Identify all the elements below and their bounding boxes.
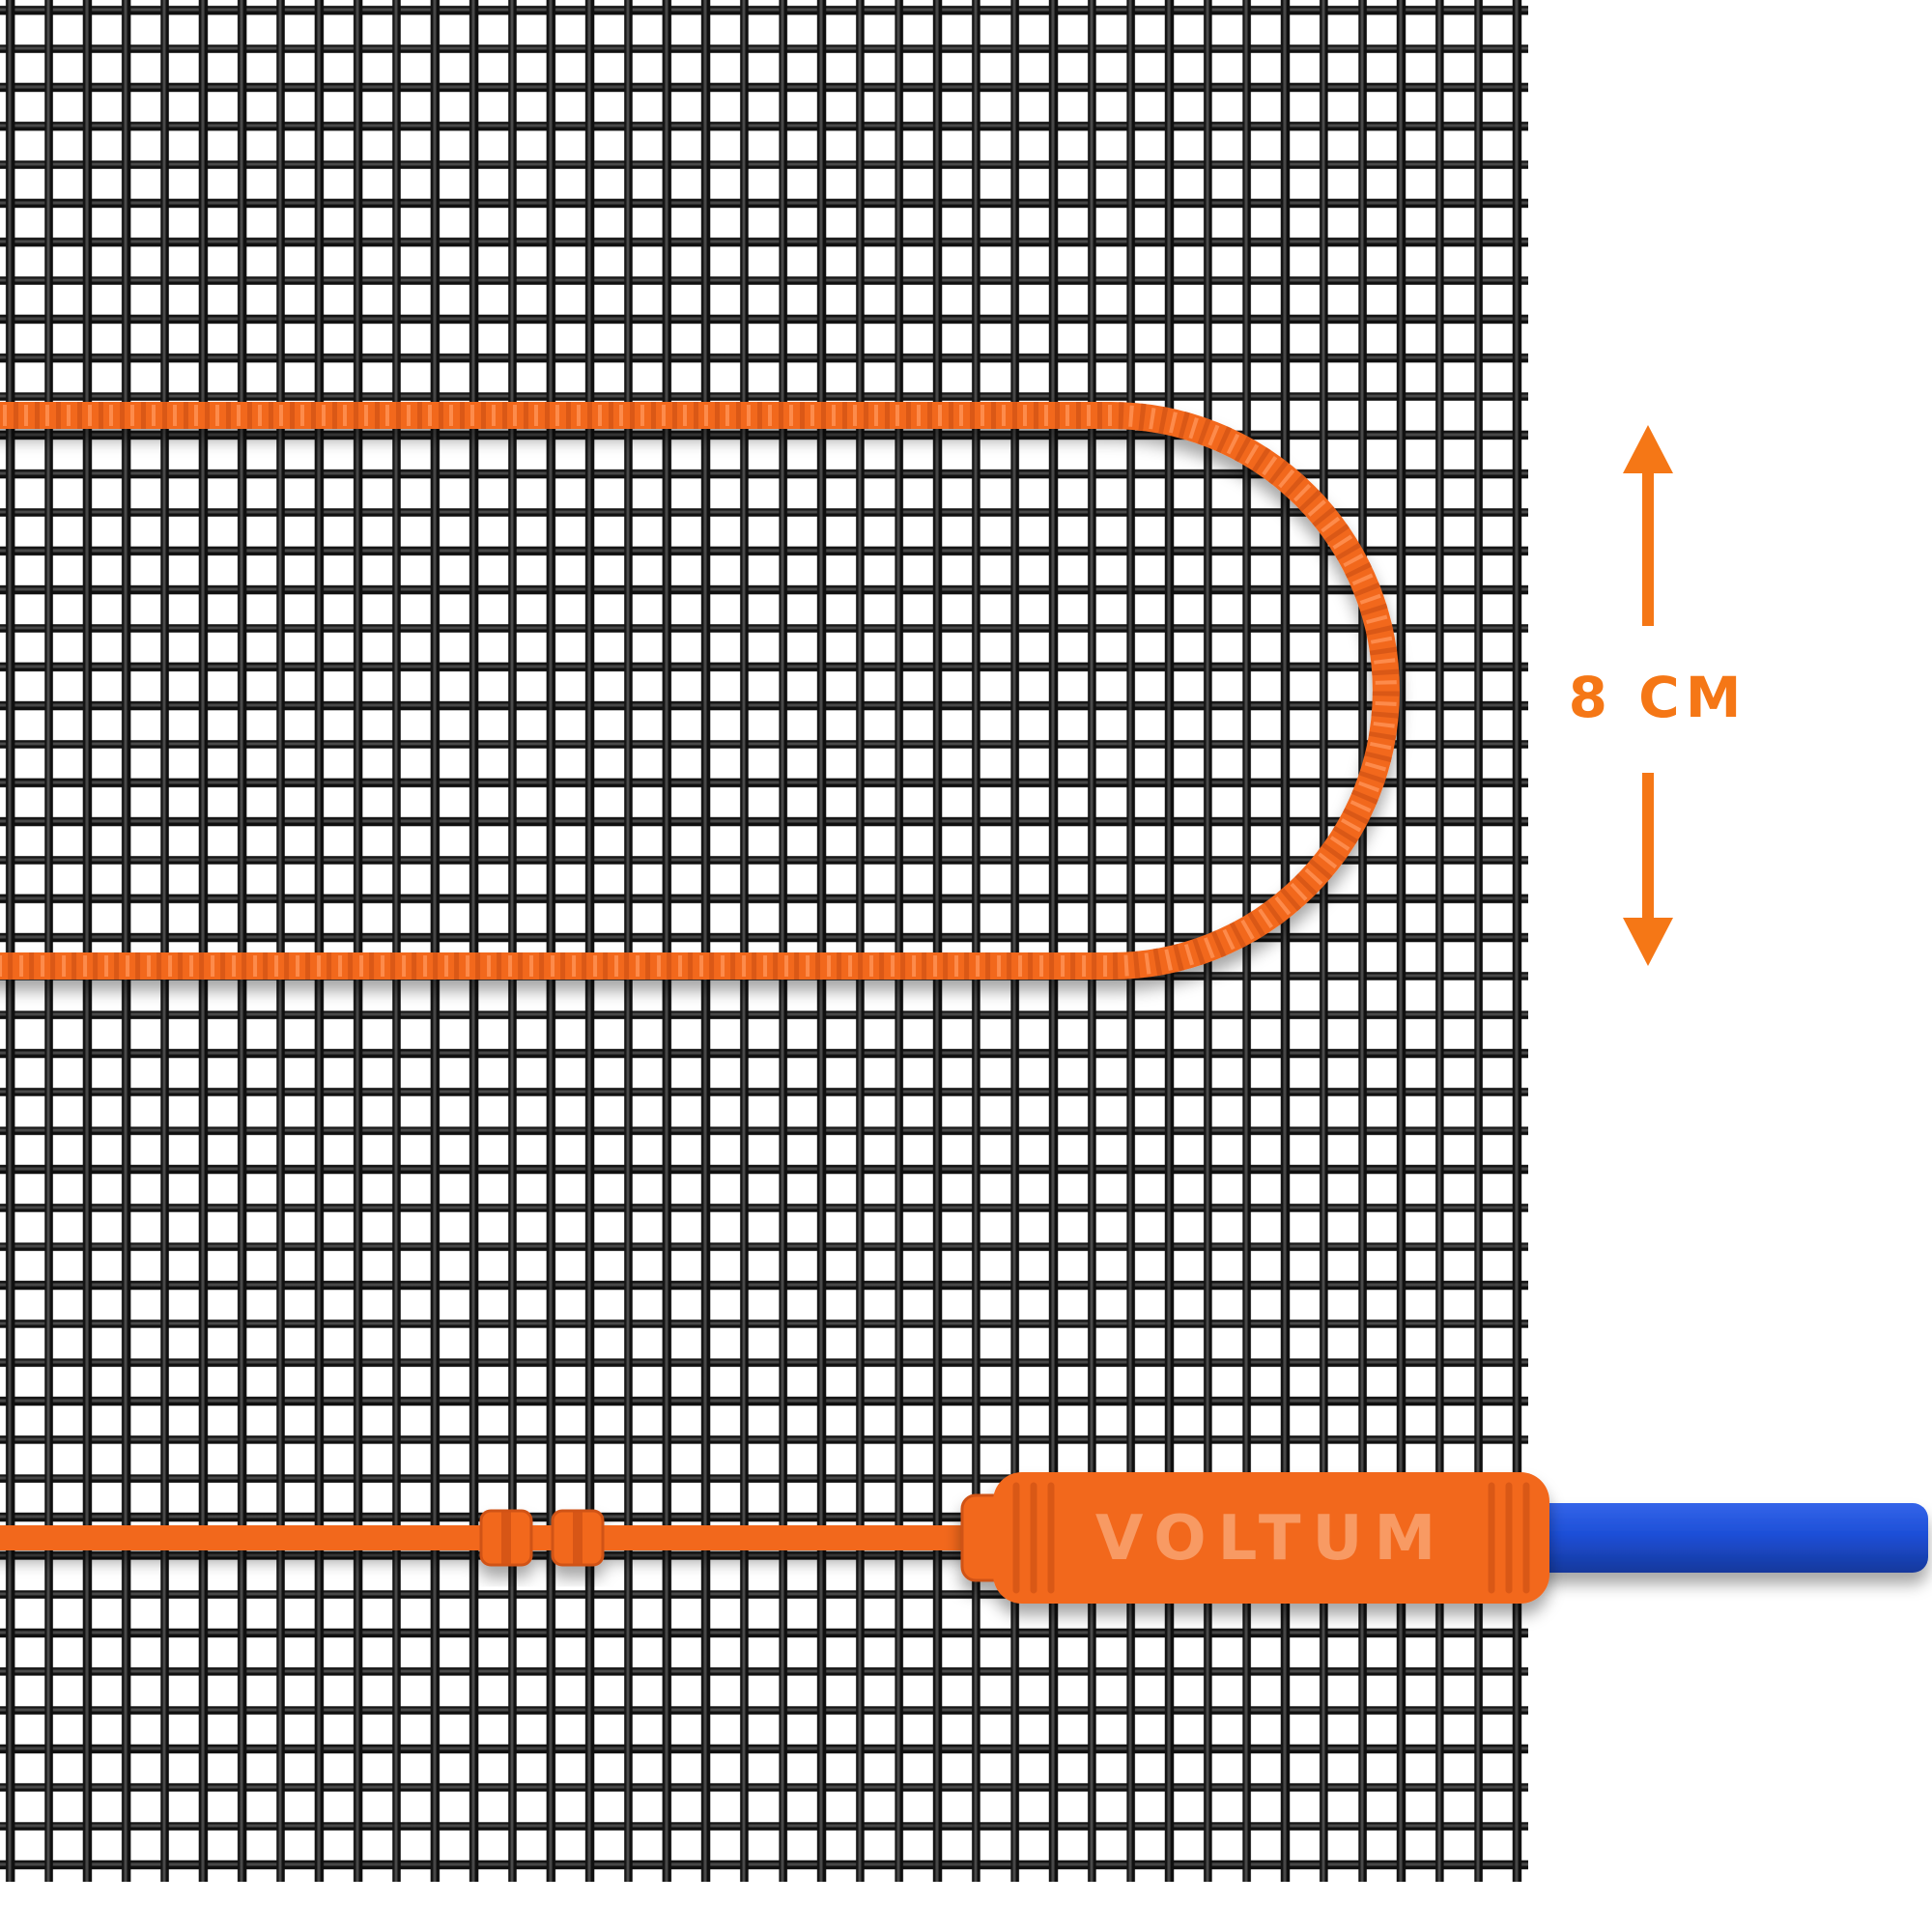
heating-cable-path (0, 402, 1400, 980)
arrow-down-icon (1623, 773, 1673, 966)
connector-coupler: VOLTUM (960, 1472, 1549, 1604)
cable-splice-clips (479, 1509, 605, 1567)
connector-ribs-left (1012, 1482, 1055, 1594)
heating-cable-loop (0, 402, 1400, 980)
cable-braid-texture-dark (0, 402, 1400, 980)
spacing-label: 8 CM (1569, 665, 1747, 730)
arrow-up-icon (1623, 425, 1673, 626)
cable-braid-texture-light (0, 405, 1397, 977)
dimension-annotation: 8 CM (1569, 425, 1747, 966)
brand-label: VOLTUM (1095, 1503, 1447, 1575)
power-cable (1507, 1503, 1928, 1573)
connector-ribs-right (1488, 1482, 1530, 1594)
cold-lead-cable (0, 1509, 1043, 1567)
splice-clip-right-slot (573, 1511, 582, 1565)
splice-clip-left-slot (501, 1511, 511, 1565)
power-cable-blue (1507, 1503, 1928, 1573)
connector-body (993, 1472, 1549, 1604)
